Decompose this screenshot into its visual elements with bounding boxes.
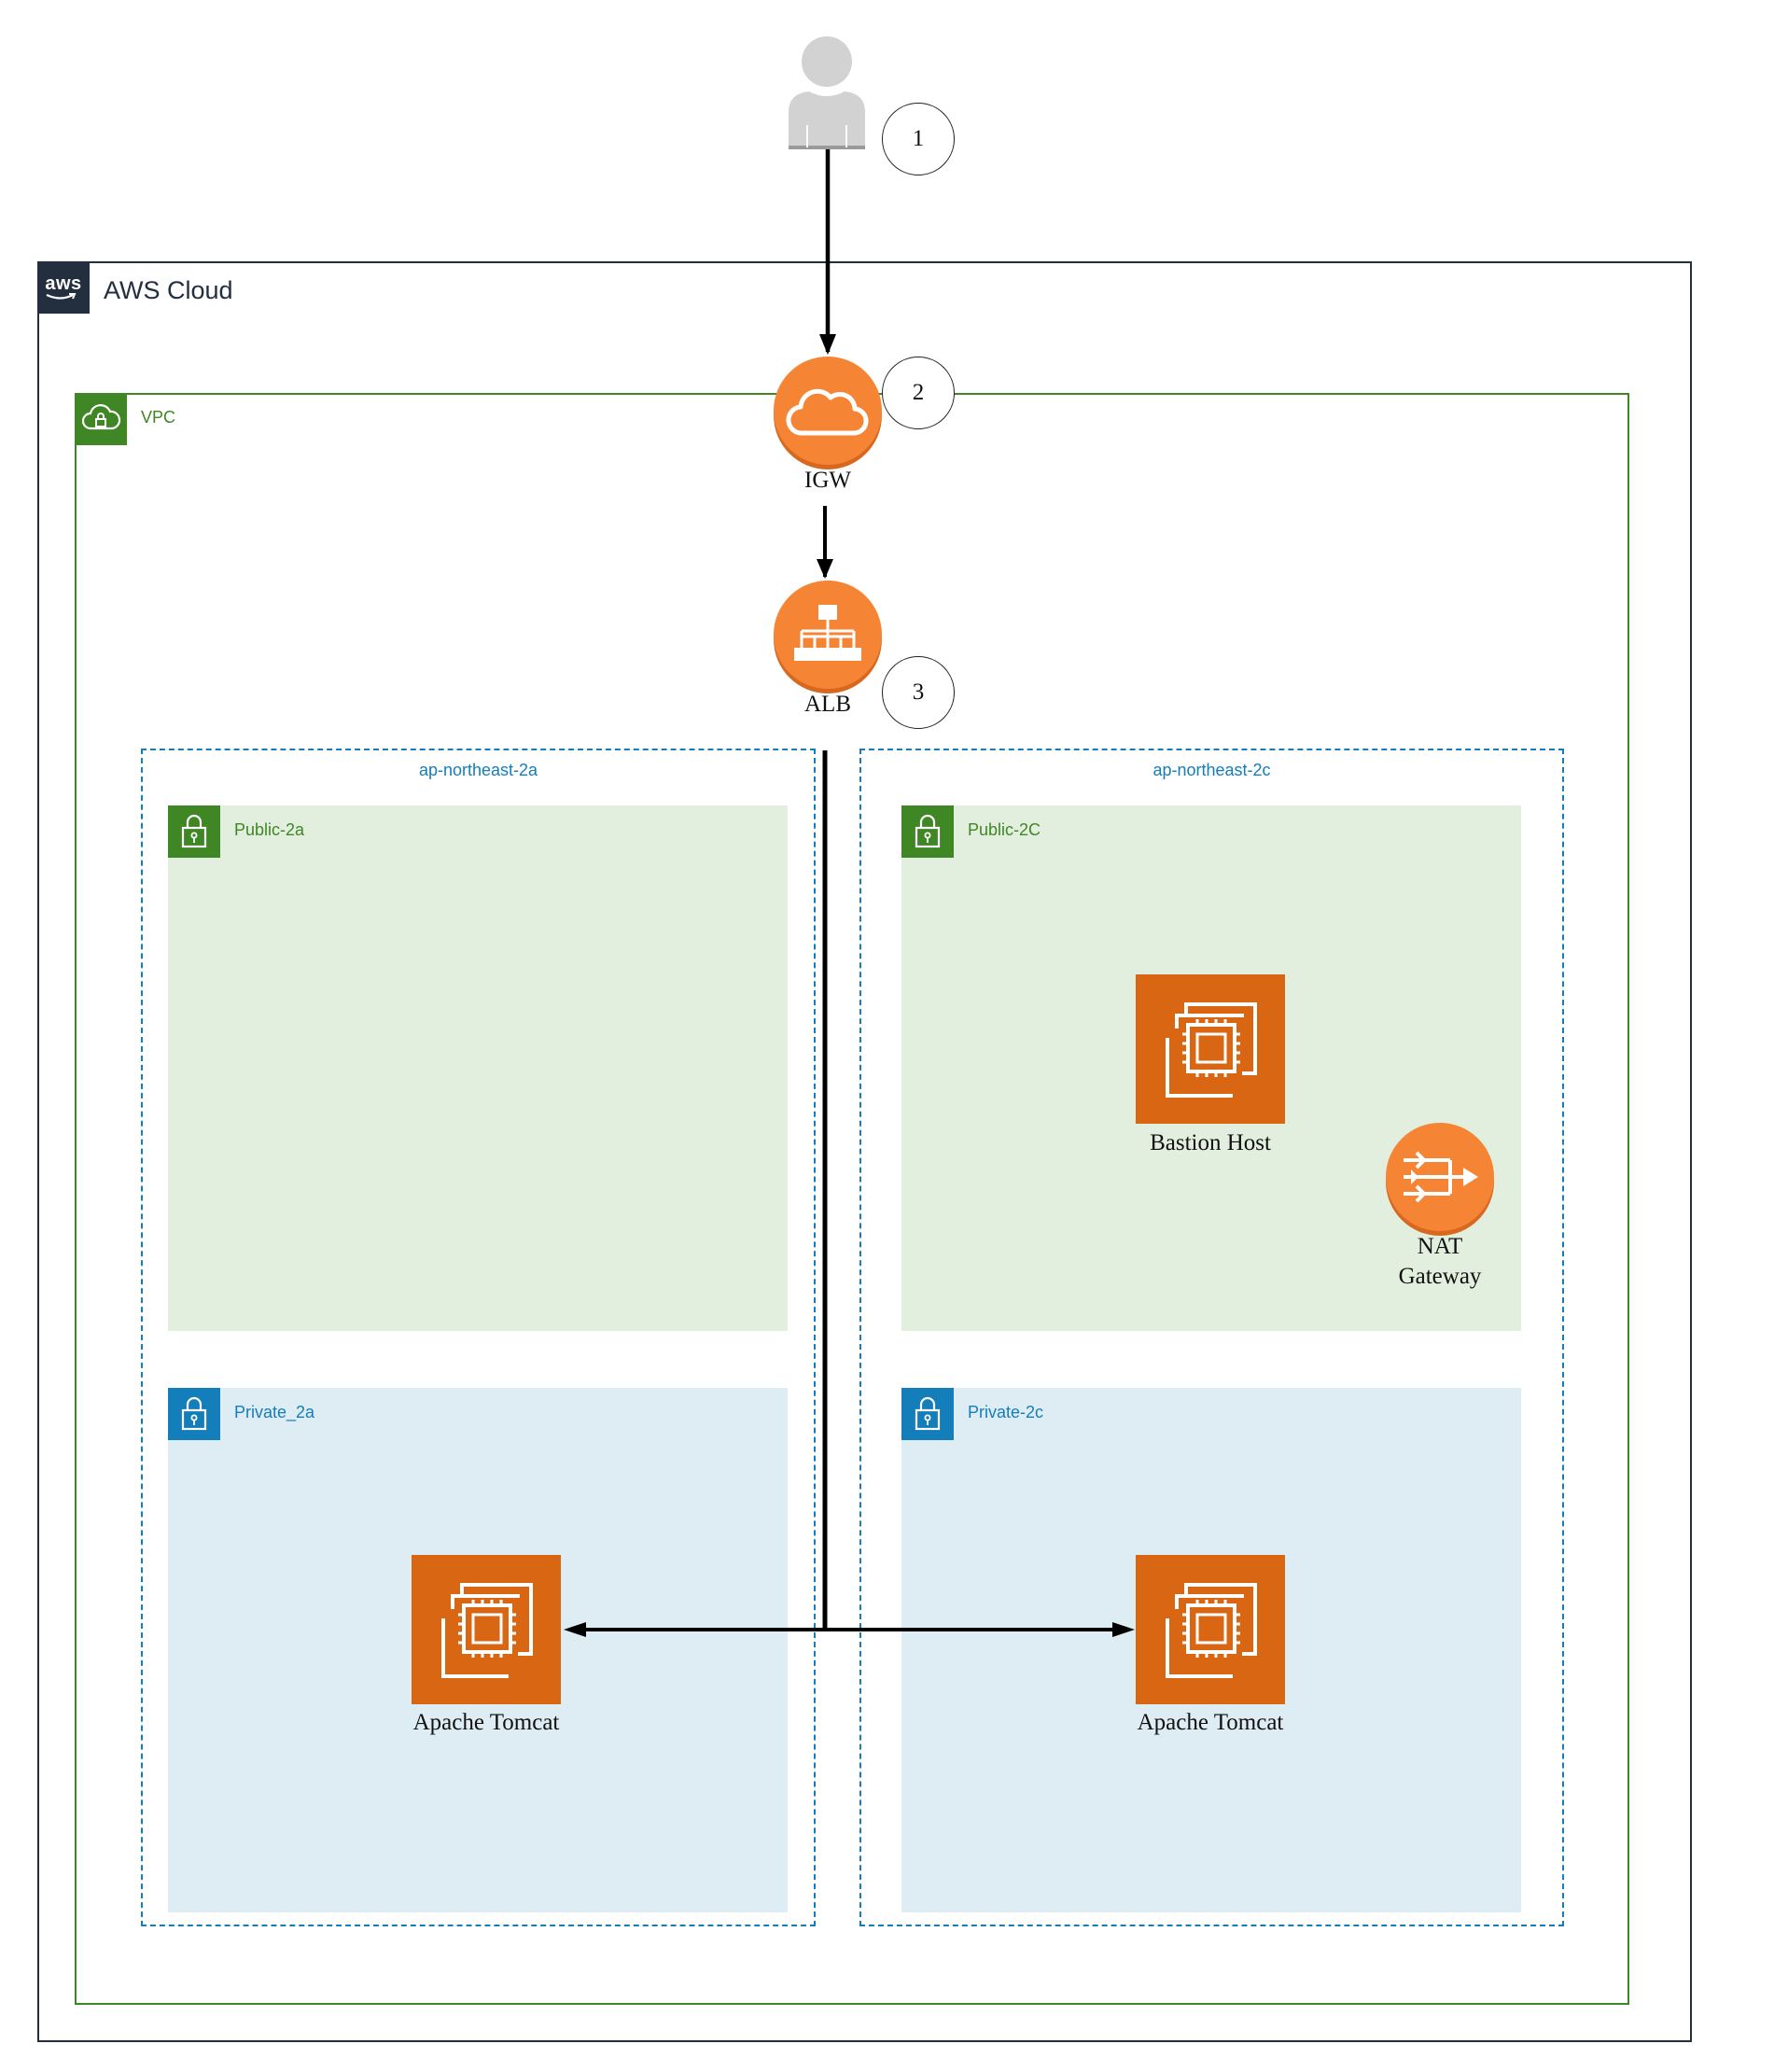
load-balancer-icon <box>774 581 882 689</box>
nat-gateway-icon <box>1386 1123 1494 1231</box>
step-2-marker: 2 <box>882 357 955 429</box>
aws-logo-icon: aws <box>37 261 90 314</box>
public-subnet-2c-label: Public-2C <box>968 820 1041 839</box>
public-subnet-2a-label: Public-2a <box>234 820 305 839</box>
vpc-cloud-lock-icon <box>75 393 127 445</box>
nat-gateway-label-line1: NAT <box>1417 1234 1463 1259</box>
availability-zone-2a <box>141 749 816 1926</box>
step-3-marker: 3 <box>882 656 955 729</box>
subnet-lock-icon <box>901 1388 954 1440</box>
private-subnet-2c-label: Private-2c <box>968 1403 1044 1421</box>
alb-label: ALB <box>804 692 851 717</box>
alb-to-targets-line <box>564 750 1135 1637</box>
az-2c-label: ap-northeast-2c <box>1152 761 1271 779</box>
private-subnet-2a-label: Private_2a <box>234 1403 315 1421</box>
subnet-lock-icon <box>168 1388 220 1440</box>
igw-to-alb-arrow <box>817 506 833 579</box>
vpc-label: VPC <box>141 408 176 427</box>
bastion-host-label: Bastion Host <box>1150 1130 1271 1155</box>
az-2a-label: ap-northeast-2a <box>418 761 538 779</box>
ec2-instance-icon <box>1136 1555 1285 1704</box>
availability-zone-2c <box>859 749 1564 1926</box>
aws-logo-text: aws <box>45 273 82 294</box>
nat-gateway-label-line2: Gateway <box>1398 1264 1482 1289</box>
subnet-lock-icon <box>168 805 220 858</box>
internet-gateway-icon <box>774 357 882 465</box>
aws-cloud-label: AWS Cloud <box>104 276 233 304</box>
subnet-lock-icon <box>901 805 954 858</box>
ec2-instance-icon <box>412 1555 561 1704</box>
user-to-igw-arrow <box>819 149 836 355</box>
tomcat-2c-label: Apache Tomcat <box>1137 1710 1284 1735</box>
aws-cloud-group <box>37 261 1692 2042</box>
tomcat-2a-label: Apache Tomcat <box>412 1710 560 1735</box>
public-subnet-2a <box>168 805 788 1331</box>
igw-label: IGW <box>804 468 851 493</box>
ec2-instance-icon <box>1136 974 1285 1124</box>
step-1-marker: 1 <box>882 103 955 175</box>
user-icon <box>785 35 869 151</box>
